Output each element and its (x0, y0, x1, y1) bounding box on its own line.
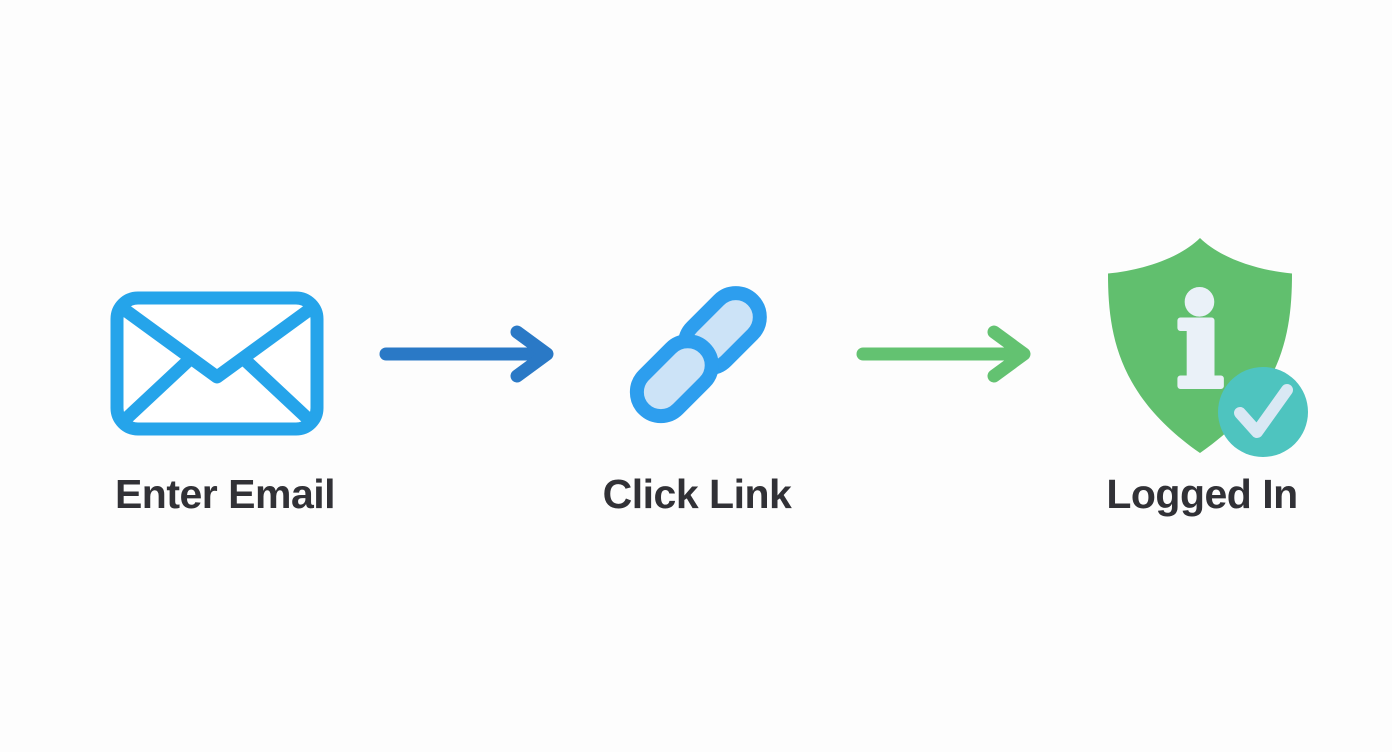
step-label-click-link: Click Link (602, 471, 792, 517)
check-icon (1234, 384, 1293, 438)
arrow-right-icon (379, 325, 554, 383)
arrow-head (510, 325, 554, 383)
step-label-enter-email: Enter Email (114, 471, 336, 517)
step-label-logged-in: Logged In (1106, 471, 1298, 517)
info-glyph: i (1176, 268, 1224, 416)
envelope-body (110, 291, 324, 436)
envelope-icon (110, 291, 324, 436)
shield-icon: i (1108, 238, 1308, 457)
chain-link-lower (629, 334, 719, 424)
envelope-flap (121, 304, 313, 384)
envelope-fold-left (121, 353, 196, 424)
envelope-fold-right (238, 353, 313, 424)
arrow-head (987, 325, 1031, 383)
check-badge (1218, 367, 1308, 457)
arrow-right-icon (856, 325, 1031, 383)
chain-link-icon (629, 286, 767, 424)
